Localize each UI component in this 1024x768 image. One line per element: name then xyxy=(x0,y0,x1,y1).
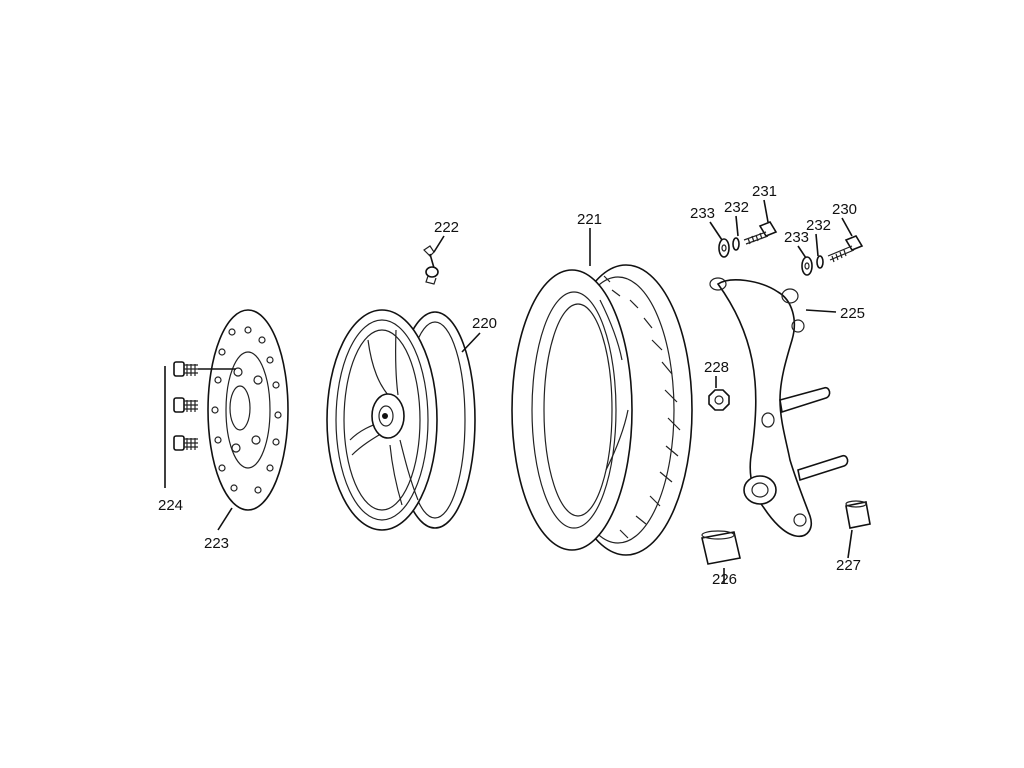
bolt-231 xyxy=(743,221,778,245)
part-label-222: 222 xyxy=(434,219,459,236)
part-label-220: 220 xyxy=(472,315,497,332)
part-label-232a: 232 xyxy=(724,199,749,216)
part-label-228: 228 xyxy=(704,359,729,376)
part-label-227: 227 xyxy=(836,557,861,574)
spacer-226 xyxy=(701,530,741,565)
leader-227 xyxy=(847,529,853,559)
leader-232a xyxy=(735,215,739,237)
part-label-230: 230 xyxy=(832,201,857,218)
bolt-230 xyxy=(827,235,864,263)
brake-disc xyxy=(207,309,289,511)
leader-220 xyxy=(461,332,481,353)
disc-bolts xyxy=(173,361,236,451)
part-label-231: 231 xyxy=(752,183,777,200)
leader-230 xyxy=(841,217,853,237)
leader-225 xyxy=(805,309,837,313)
part-label-226: 226 xyxy=(712,571,737,588)
leader-223 xyxy=(217,507,233,531)
washer-232a xyxy=(732,237,740,251)
tire-valve xyxy=(423,245,439,285)
washer-232b xyxy=(816,255,824,269)
spacer-227 xyxy=(845,500,871,529)
part-label-233a: 233 xyxy=(690,205,715,222)
part-label-223: 223 xyxy=(204,535,229,552)
part-label-233b: 233 xyxy=(784,229,809,246)
part-label-232b: 232 xyxy=(806,217,831,234)
part-label-224: 224 xyxy=(158,497,183,514)
leader-233b xyxy=(797,245,807,259)
washer-233a xyxy=(718,238,730,258)
leader-232b xyxy=(815,233,819,257)
leader-233a xyxy=(709,221,723,241)
part-label-225: 225 xyxy=(840,305,865,322)
leader-222 xyxy=(433,235,445,253)
leader-231 xyxy=(763,199,769,223)
wheel-rim xyxy=(326,309,476,531)
washer-233b xyxy=(801,256,813,276)
part-label-221: 221 xyxy=(577,211,602,228)
axle-nut xyxy=(708,389,730,411)
caliper-bracket xyxy=(709,277,849,538)
tire xyxy=(511,264,693,556)
